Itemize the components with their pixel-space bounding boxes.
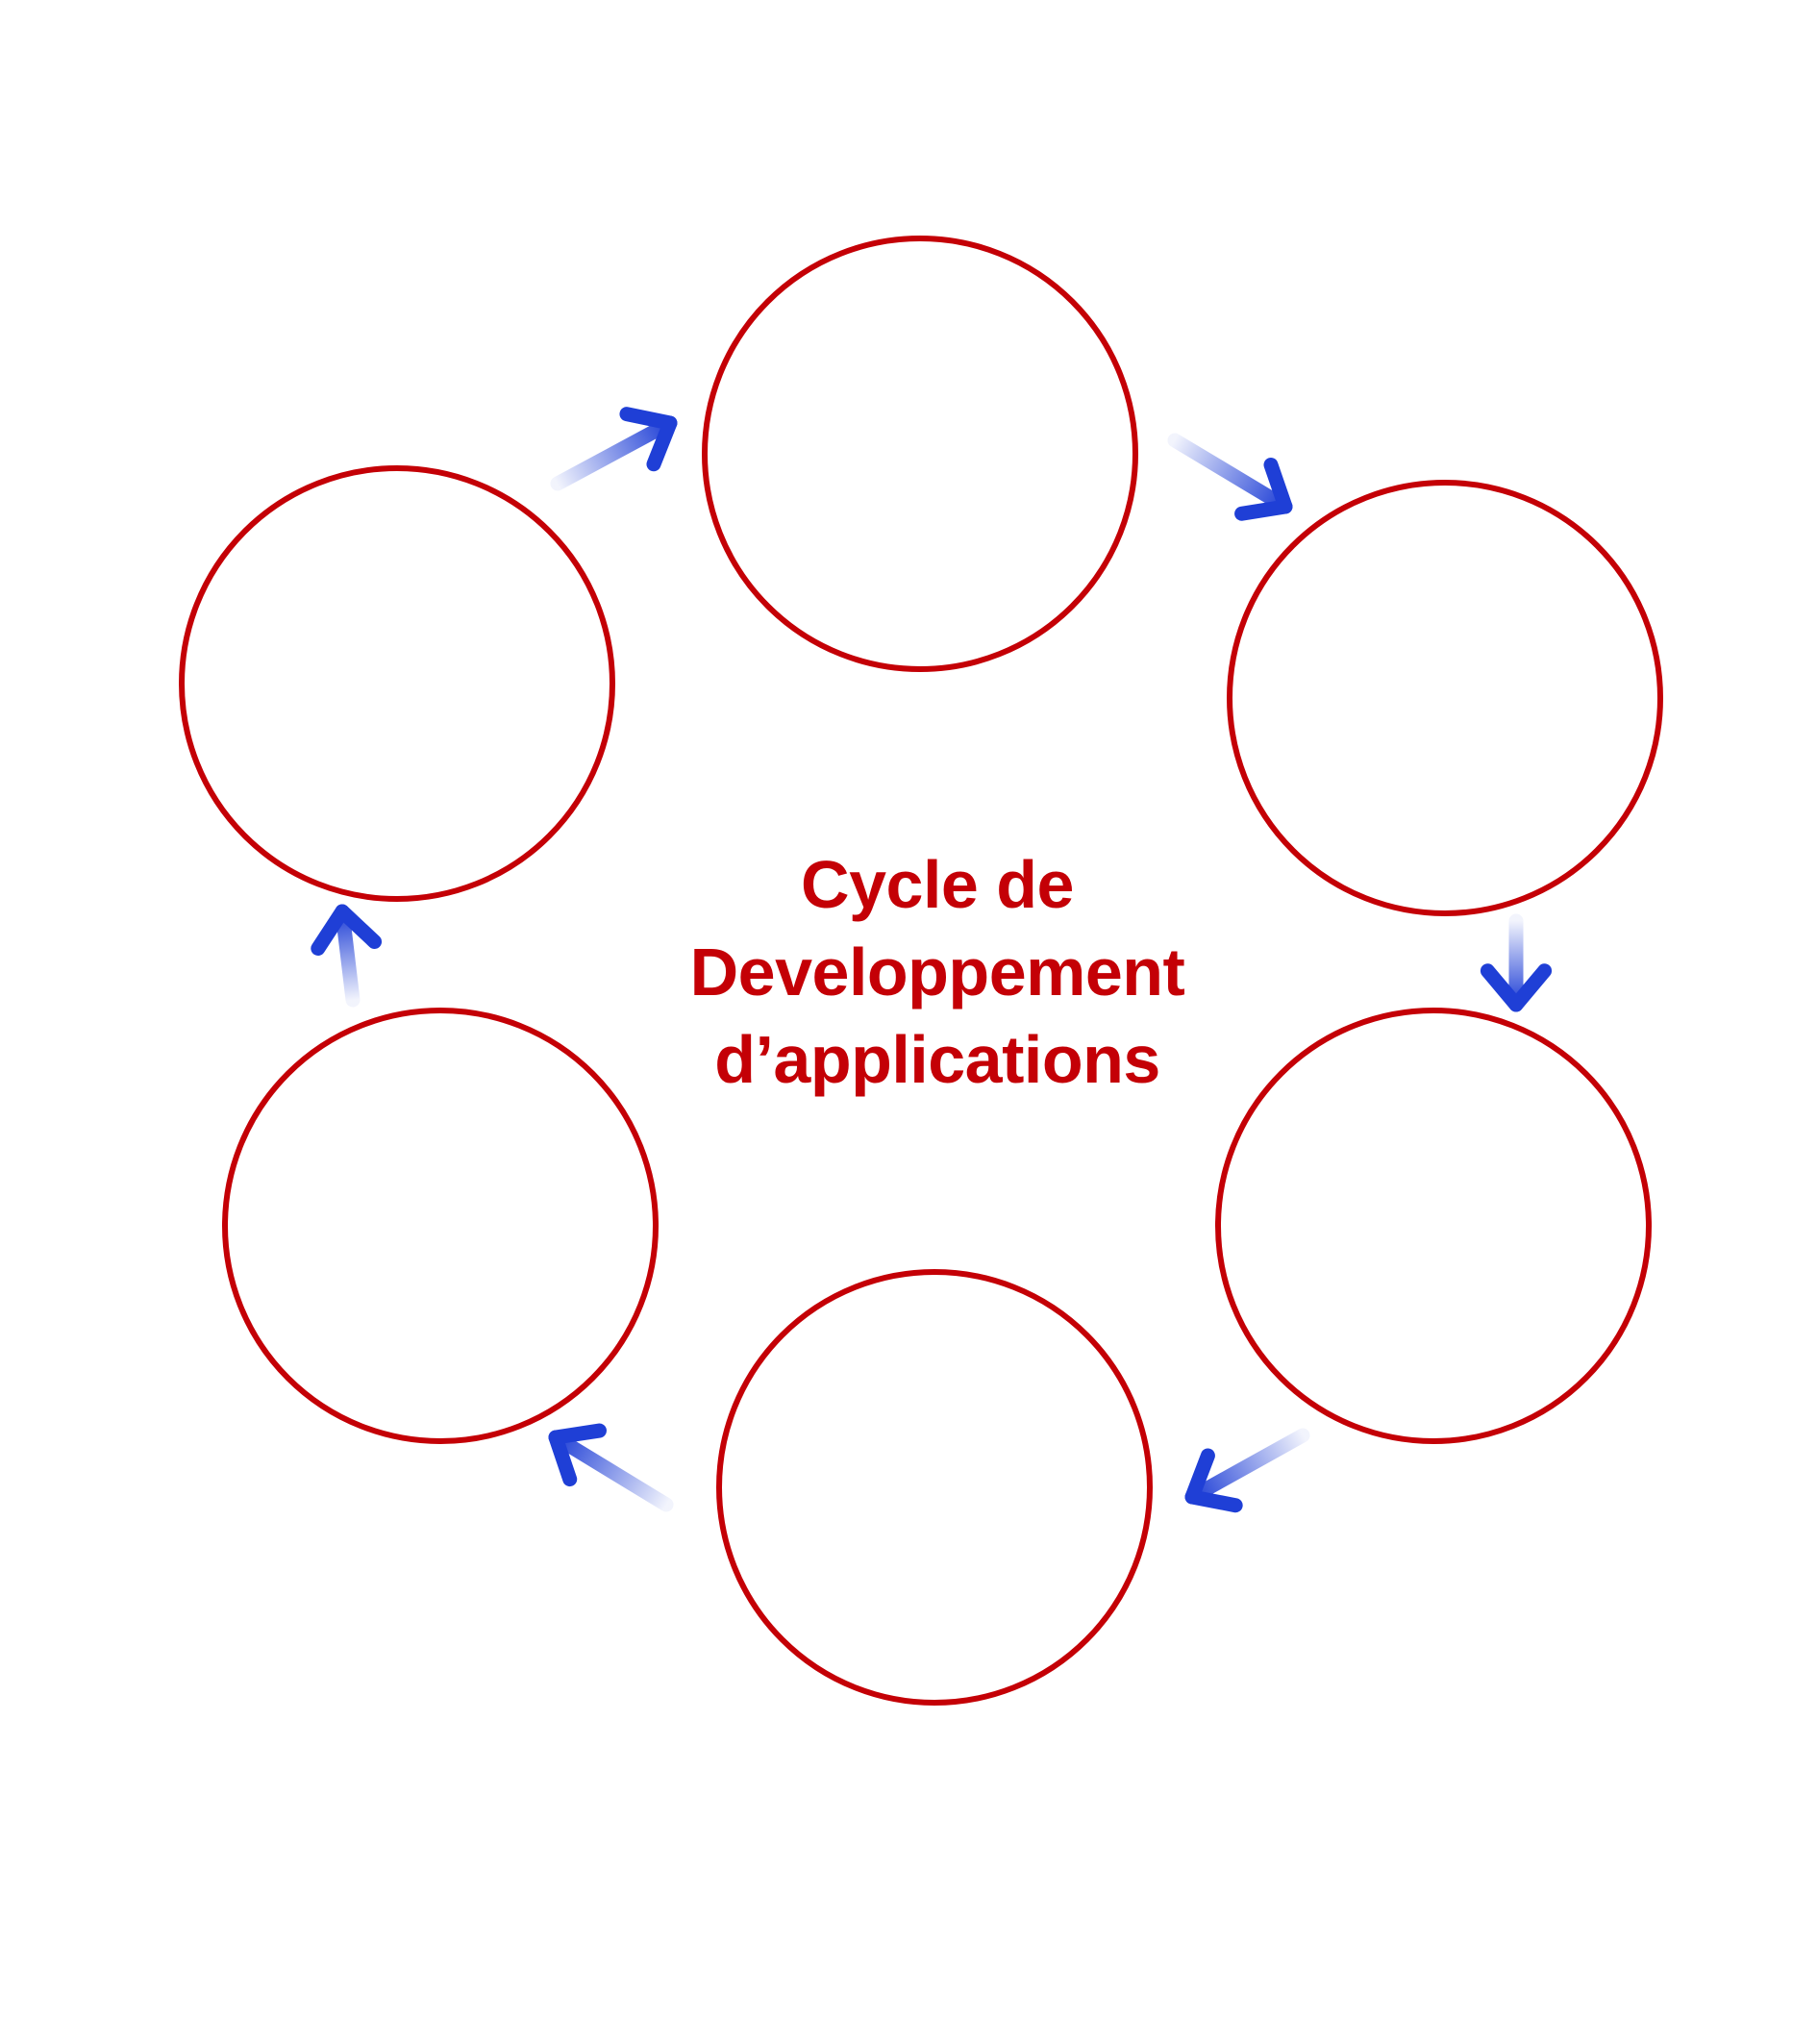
arrow-shaft bbox=[548, 1430, 674, 1512]
step-circle-outline bbox=[1227, 480, 1663, 916]
step-circle-5 bbox=[222, 1008, 659, 1444]
cycle-arrow-icon-2 bbox=[1167, 433, 1293, 521]
cycle-title: Cycle de Developpement d’applications bbox=[649, 841, 1226, 1104]
cycle-title-line-3: d’applications bbox=[714, 1022, 1160, 1097]
step-circle-outline bbox=[179, 465, 615, 902]
arrow-head-icon bbox=[311, 904, 383, 956]
arrow-shaft bbox=[335, 904, 361, 1008]
step-circle-6 bbox=[179, 465, 615, 902]
cycle-arrow-icon-4 bbox=[1184, 1428, 1310, 1513]
cycle-arrow-icon-5 bbox=[548, 1423, 674, 1512]
step-circle-3 bbox=[1215, 1008, 1652, 1444]
arrow-head-icon bbox=[1480, 963, 1553, 1012]
step-circle-outline bbox=[222, 1008, 659, 1444]
arrow-head-icon bbox=[1184, 1448, 1243, 1513]
step-circles bbox=[179, 236, 1663, 1706]
arrow-shaft bbox=[1167, 433, 1293, 514]
step-circle-4 bbox=[716, 1269, 1153, 1706]
step-circle-outline bbox=[716, 1269, 1153, 1706]
cycle-arrow-icon-1 bbox=[550, 407, 678, 491]
arrow-shaft bbox=[1184, 1428, 1310, 1505]
cycle-arrow-icon-3 bbox=[1480, 913, 1553, 1012]
cycle-title-line-1: Cycle de bbox=[801, 847, 1074, 922]
cycle-arrow-icon-6 bbox=[311, 904, 383, 1008]
step-circle-outline bbox=[1215, 1008, 1652, 1444]
step-circle-1 bbox=[702, 236, 1138, 672]
arrow-head-icon bbox=[548, 1423, 607, 1487]
cycle-arrows bbox=[311, 407, 1553, 1513]
cycle-title-line-2: Developpement bbox=[689, 935, 1185, 1010]
step-circle-outline bbox=[702, 236, 1138, 672]
arrow-head-icon bbox=[1234, 458, 1293, 521]
arrow-head-icon bbox=[619, 407, 678, 472]
arrow-shaft bbox=[550, 415, 678, 491]
step-circle-2 bbox=[1227, 480, 1663, 916]
